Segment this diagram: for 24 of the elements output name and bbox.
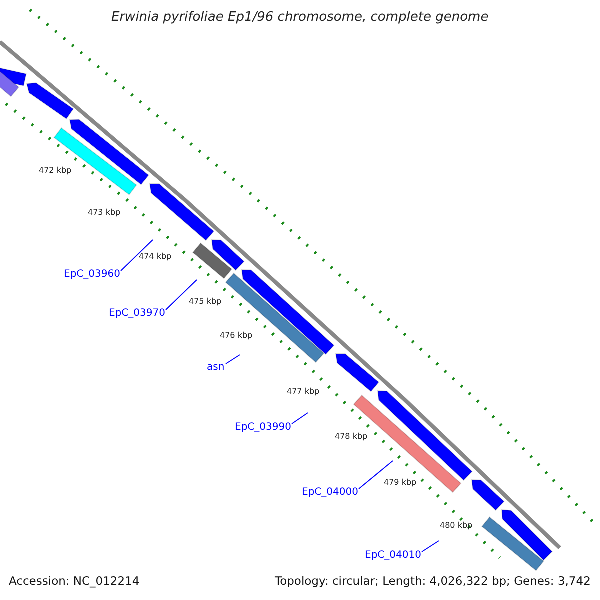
accession-text: Accession: NC_012214 bbox=[9, 576, 140, 588]
tick-label: 476 kbp bbox=[220, 332, 253, 340]
leader-line bbox=[422, 540, 440, 552]
map-title: Erwinia pyrifoliae Ep1/96 chromosome, complete genome bbox=[112, 11, 489, 24]
gene-label: EpC_04000 bbox=[302, 488, 358, 498]
gene-label: EpC_03960 bbox=[64, 270, 120, 280]
gene-label: EpC_03970 bbox=[109, 309, 166, 319]
leader-line bbox=[358, 460, 394, 490]
genome-summary-text: Topology: circular; Length: 4,026,322 bp; Genes: 3,742 bbox=[275, 576, 591, 588]
tick-label: 472 kbp bbox=[39, 167, 72, 175]
leader-line bbox=[120, 240, 154, 272]
tick-label: 474 kbp bbox=[139, 253, 172, 261]
tick-label: 478 kbp bbox=[335, 433, 368, 441]
tick-label: 480 kbp bbox=[440, 522, 473, 530]
gene-label: EpC_04010 bbox=[365, 551, 422, 561]
tick-label: 473 kbp bbox=[88, 209, 121, 217]
tick-label: 479 kbp bbox=[384, 479, 417, 487]
gene-label: asn bbox=[207, 363, 225, 373]
gene-label: EpC_03990 bbox=[235, 423, 292, 433]
tick-label: 477 kbp bbox=[287, 388, 320, 396]
leader-line bbox=[166, 280, 198, 310]
leader-line bbox=[292, 412, 308, 424]
leader-line bbox=[226, 354, 240, 364]
tick-label: 475 kbp bbox=[189, 298, 222, 306]
